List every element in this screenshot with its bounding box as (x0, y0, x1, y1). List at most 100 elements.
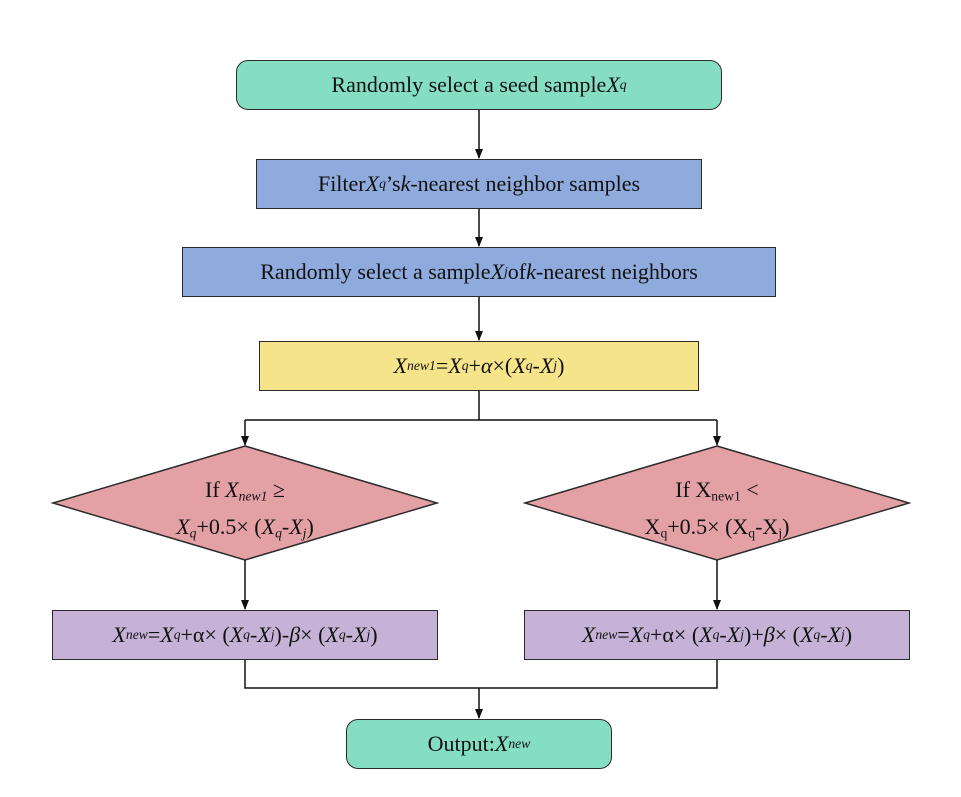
select-suffix: -nearest neighbors (535, 259, 698, 284)
ur-minus: - (719, 622, 727, 647)
ur-minus2: - (820, 622, 828, 647)
ul-t1-var: X (160, 622, 174, 647)
ul-t4: × ( (300, 622, 326, 647)
ul-b-var: X (257, 622, 271, 647)
ur-eq: = (617, 622, 630, 647)
start-node-sub: q (619, 77, 627, 92)
ur-d-var: X (827, 622, 841, 647)
cond-left-sub: new1 (238, 488, 268, 504)
filter-mid: ’s (385, 171, 401, 196)
ur-c-sub: q (813, 627, 821, 642)
cond-right-l2-var: X (644, 514, 661, 540)
cond-right-l2-sub: q (660, 525, 668, 541)
formula-a-sub: q (525, 358, 533, 373)
ul-eq: = (147, 622, 161, 647)
ur-c-var: X (799, 622, 814, 647)
ul-b-sub: j (270, 627, 275, 642)
formula-a-var: X (512, 353, 526, 378)
ur-t2: +α× ( (649, 622, 700, 647)
ur-d-sub: j (840, 627, 845, 642)
ur-a-sub: q (712, 627, 720, 642)
ul-t2: +α× ( (180, 622, 230, 647)
ul-close: ) (370, 622, 378, 647)
filter-suffix: -nearest neighbor samples (410, 171, 641, 196)
cond-left-b-sub: j (302, 525, 307, 541)
cond-left-a-sub: q (275, 525, 282, 541)
formula-b-var: X (539, 353, 554, 378)
formula-t1-sub: q (461, 358, 469, 373)
ur-t3: )+ (744, 622, 764, 647)
filter-sub: q (379, 176, 386, 191)
select-mid: of (507, 259, 527, 284)
cond-left-l2-mid: +0.5× ( (196, 514, 262, 540)
ul-lhs-var: X (112, 622, 126, 647)
formula-open: ( (504, 353, 513, 378)
formula-b-sub: j (553, 358, 558, 373)
ul-t3: )- (274, 622, 290, 647)
formula-alpha: α (480, 353, 493, 378)
ur-lhs-sub: new (595, 627, 618, 642)
condition-right-line1: If Xnew1 < (530, 474, 904, 511)
output-var: X (494, 731, 509, 756)
ur-beta: β (763, 622, 775, 647)
output-sub: new (508, 736, 531, 751)
ul-lhs-sub: new (125, 627, 148, 642)
cond-left-b-var: X (289, 514, 303, 540)
cond-right-l2-mid: +0.5× (X (667, 514, 749, 540)
ul-minus: - (249, 622, 258, 647)
condition-left-line2: Xq+0.5× (Xq-Xj) (60, 511, 430, 548)
condition-right-line2: Xq+0.5× (Xq-Xj) (530, 511, 904, 548)
ul-beta: β (289, 622, 301, 647)
cond-left-close: ) (306, 514, 314, 540)
edge-merge-bar (244, 660, 718, 689)
select-var: X (490, 259, 504, 284)
ul-t1-sub: q (173, 627, 181, 642)
ul-d-var: X (352, 622, 367, 647)
cond-right-op: < (740, 477, 759, 502)
ul-d-sub: j (366, 627, 371, 642)
cond-left-l2-sub: q (189, 525, 197, 541)
formula-minus: - (532, 353, 540, 378)
ul-c-sub: q (338, 627, 346, 642)
filter-k: k (400, 171, 411, 196)
ur-close: ) (844, 622, 853, 647)
filter-var: X (365, 171, 380, 196)
cond-left-a-var: X (261, 514, 276, 540)
ul-minus2: - (345, 622, 353, 647)
cond-right-a-sub: q (748, 525, 756, 541)
cond-right-b-sub: j (778, 525, 783, 541)
cond-right-minus: -X (755, 514, 779, 540)
formula-times: × (492, 353, 505, 378)
formula-close: ) (557, 353, 565, 378)
output-prefix: Output: (427, 731, 495, 756)
condition-left-text: If Xnew1 ≥ Xq+0.5× (Xq-Xj) (60, 474, 430, 549)
start-node-var: X (606, 72, 620, 97)
select-k: k (526, 259, 536, 284)
cond-right-prefix: If X (675, 477, 712, 502)
cond-left-prefix: If (205, 477, 226, 502)
ur-t4: × ( (774, 622, 800, 647)
formula-t1-var: X (448, 353, 462, 378)
formula-lhs-sub: new1 (407, 358, 436, 373)
ur-b-sub: j (740, 627, 744, 642)
start-node-text: Randomly select a seed sample (331, 72, 607, 97)
ul-c-var: X (325, 622, 339, 647)
cond-left-var: X (225, 477, 239, 502)
ur-b-var: X (726, 622, 741, 647)
cond-left-minus: - (281, 514, 290, 540)
ul-a-sub: q (243, 627, 250, 642)
condition-right-text: If Xnew1 < Xq+0.5× (Xq-Xj) (530, 474, 904, 549)
cond-left-l2-var: X (176, 514, 190, 540)
cond-left-op: ≥ (267, 477, 285, 502)
ur-lhs-var: X (581, 622, 596, 647)
ur-a-var: X (699, 622, 713, 647)
select-sub: j (504, 264, 508, 279)
ul-a-var: X (229, 622, 244, 647)
